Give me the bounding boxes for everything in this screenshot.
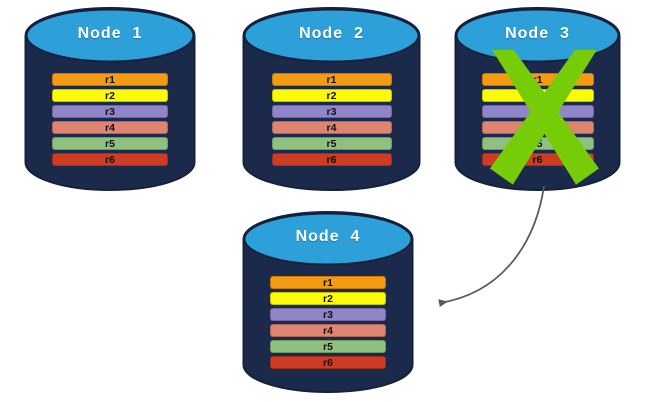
- row-band-r4[interactable]: r4: [52, 121, 168, 134]
- node-row-list: r1 r2 r3 r4 r5 r6: [243, 73, 420, 166]
- row-band-r6[interactable]: r6: [52, 153, 168, 166]
- row-band-r3[interactable]: r3: [52, 105, 168, 118]
- row-band-r4[interactable]: r4: [481, 121, 594, 134]
- row-band-r3[interactable]: r3: [481, 105, 594, 118]
- cylinder-top-ellipse: [243, 8, 420, 63]
- node-row-list: r1 r2 r3 r4 r5 r6: [455, 73, 620, 166]
- cylinder-top-ellipse: [243, 212, 413, 266]
- row-band-r1[interactable]: r1: [271, 73, 392, 86]
- row-band-r3[interactable]: r3: [270, 308, 386, 321]
- row-band-r2[interactable]: r2: [271, 89, 392, 102]
- row-band-r5[interactable]: r5: [270, 340, 386, 353]
- node-row-list: r1 r2 r3 r4 r5 r6: [25, 73, 195, 166]
- row-band-r6[interactable]: r6: [481, 153, 594, 166]
- cylinder-top-ellipse: [455, 8, 620, 63]
- row-band-r2[interactable]: r2: [481, 89, 594, 102]
- row-band-r3[interactable]: r3: [271, 105, 392, 118]
- node-row-list: r1 r2 r3 r4 r5 r6: [243, 276, 413, 369]
- row-band-r5[interactable]: r5: [52, 137, 168, 150]
- cylinder-top-ellipse: [25, 8, 195, 63]
- row-band-r5[interactable]: r5: [271, 137, 392, 150]
- row-band-r4[interactable]: r4: [271, 121, 392, 134]
- row-band-r1[interactable]: r1: [52, 73, 168, 86]
- row-band-r1[interactable]: r1: [481, 73, 594, 86]
- row-band-r5[interactable]: r5: [481, 137, 594, 150]
- row-band-r2[interactable]: r2: [52, 89, 168, 102]
- row-band-r6[interactable]: r6: [270, 356, 386, 369]
- row-band-r1[interactable]: r1: [270, 276, 386, 289]
- row-band-r4[interactable]: r4: [270, 324, 386, 337]
- row-band-r6[interactable]: r6: [271, 153, 392, 166]
- row-band-r2[interactable]: r2: [270, 292, 386, 305]
